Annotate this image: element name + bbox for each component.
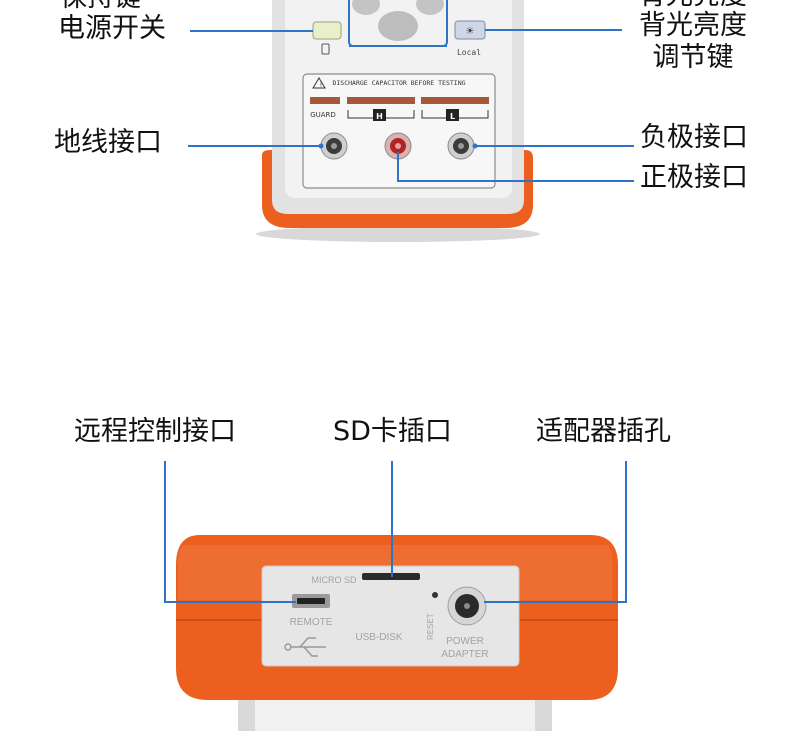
positive-jack[interactable] [384,132,412,160]
top-callout-lines [188,29,634,182]
svg-text:!: ! [320,82,322,89]
callout-negative-port: 负极接口 [640,122,748,153]
low-badge [446,109,459,121]
callout-ground-port: 地线接口 [54,127,162,158]
usb-icon [284,637,326,657]
guard-jack[interactable] [320,132,348,160]
reset-hole[interactable] [432,592,438,598]
callout-backlight-line1: 背光亮度 [639,10,747,41]
adapter-jack[interactable] [447,586,487,626]
nav-center-key[interactable] [378,11,418,41]
guard-strip [310,97,340,104]
callout-backlight-line2: 调节键 [652,42,734,73]
callout-positive-port: 正极接口 [640,162,748,193]
low-label: L [450,112,455,121]
warning-label: DISCHARGE CAPACITOR BEFORE TESTING [332,79,465,87]
callout-top-right-partial: 背光亮度 [628,0,758,11]
bottom-callout-lines [164,461,627,603]
usb-disk-label: USB-DISK [355,632,403,643]
micro-sd-label: MICRO SD [312,575,358,585]
callout-hold-key-partial: 保持键 [60,0,141,13]
power-key[interactable] [312,21,342,40]
callout-sd-slot: SD卡插口 [333,416,452,447]
power-icon [321,43,330,55]
high-strip [347,97,415,104]
top-device: ☀ ! [262,0,533,228]
callout-remote-port: 远程控制接口 [74,416,236,447]
high-badge [373,109,386,121]
adapter-label: ADAPTER [441,649,488,660]
callout-adapter-jack: 适配器插孔 [536,416,671,447]
callout-power-switch: 电源开关 [58,13,166,44]
power-label: POWER [446,636,484,647]
high-label: H [376,112,383,121]
reset-label: RESET [426,613,435,640]
low-strip [421,97,489,104]
bottom-device [176,535,618,731]
top-device-shadow [256,226,540,242]
guard-label: GUARD [310,111,336,119]
nav-right-key[interactable] [416,0,444,15]
remote-label: REMOTE [290,617,333,628]
local-label: Local [457,48,481,57]
sun-icon: ☀ [466,26,475,37]
negative-jack[interactable] [447,132,475,160]
nav-left-key[interactable] [352,0,380,15]
warning-icon [312,77,326,89]
